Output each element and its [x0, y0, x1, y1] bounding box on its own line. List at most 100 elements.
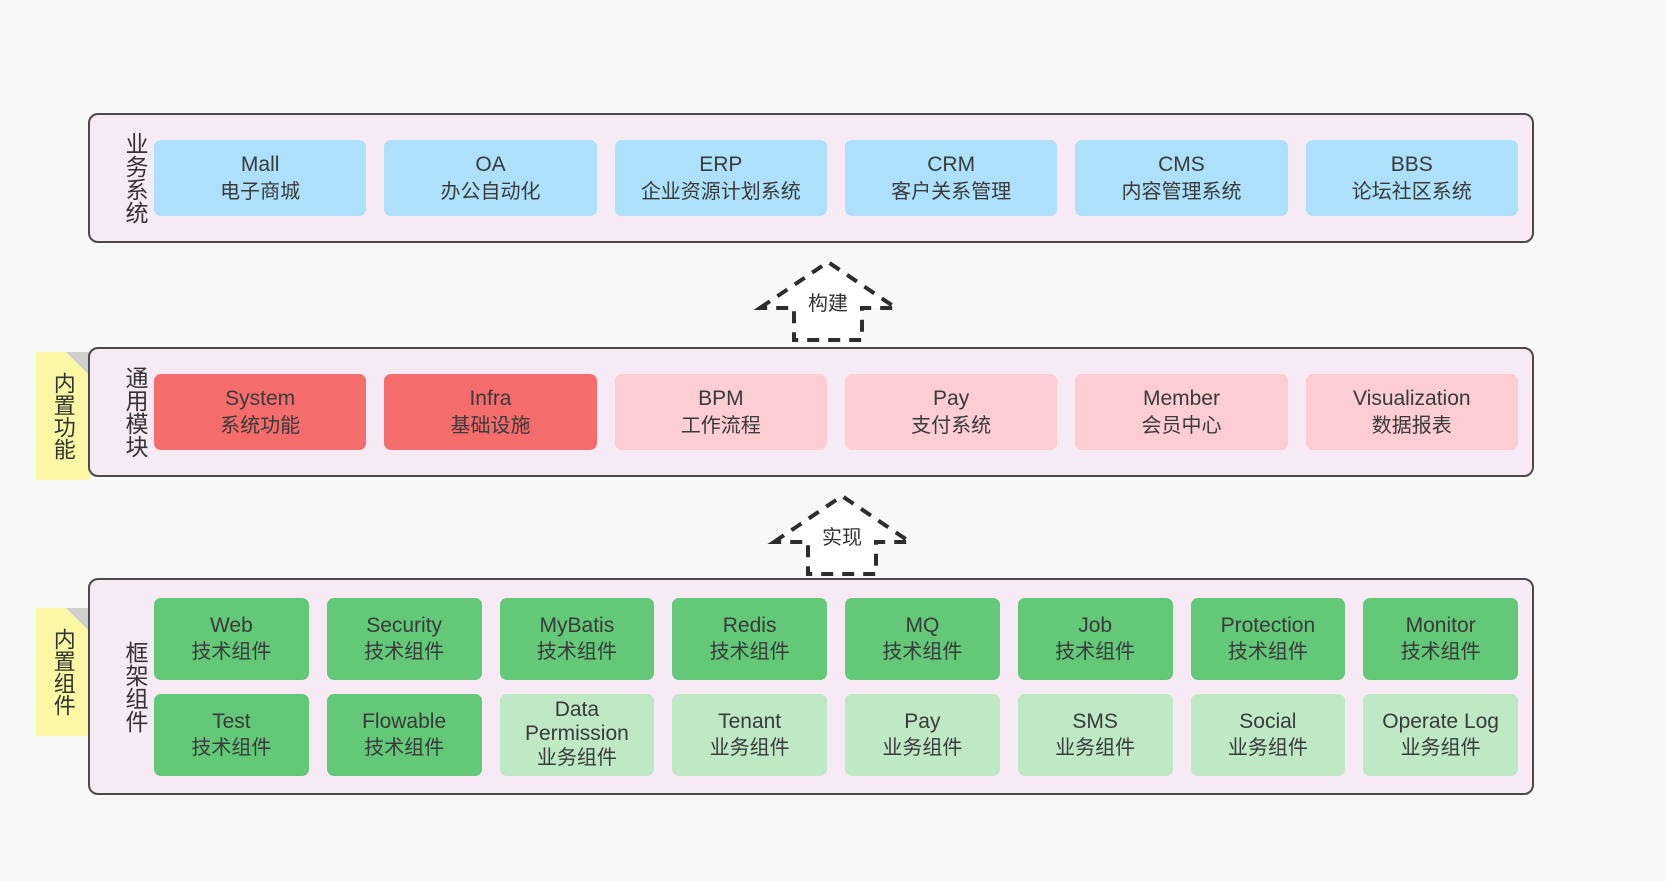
layer-common-modules: 通用模块 System 系统功能 Infra 基础设施 BPM 工作流程 Pay [88, 347, 1534, 477]
node-subtitle: 论坛社区系统 [1351, 180, 1472, 203]
layer-title-business-system: 业务系统 [122, 132, 148, 224]
node-pay-component[interactable]: Pay 业务组件 [845, 693, 1000, 776]
node-subtitle: 办公自动化 [440, 180, 541, 203]
connector-build-arrow: 构建 [753, 258, 903, 342]
node-flowable[interactable]: Flowable 技术组件 [326, 693, 482, 776]
node-title: MQ [905, 613, 940, 637]
node-subtitle: 支付系统 [911, 414, 992, 437]
node-pay-module[interactable]: Pay 支付系统 [844, 374, 1058, 450]
node-title: Job [1078, 613, 1113, 637]
node-sms[interactable]: SMS 业务组件 [1017, 693, 1173, 776]
node-subtitle: 系统功能 [220, 414, 301, 437]
layer-body-framework-components: Web 技术组件 Security 技术组件 MyBatis 技术组件 Redi… [148, 597, 1532, 776]
layer-row: Mall 电子商城 OA 办公自动化 ERP 企业资源计划系统 CRM 客户关系… [154, 140, 1518, 216]
node-title: CRM [927, 153, 976, 177]
node-security[interactable]: Security 技术组件 [326, 597, 482, 680]
node-bbs[interactable]: BBS 论坛社区系统 [1305, 140, 1518, 216]
node-subtitle: 技术组件 [1400, 641, 1481, 664]
node-tenant[interactable]: Tenant 业务组件 [672, 693, 827, 776]
layer-body-common-modules: System 系统功能 Infra 基础设施 BPM 工作流程 Pay 支付系统… [148, 374, 1532, 450]
node-subtitle: 业务组件 [709, 737, 790, 760]
node-title: BBS [1390, 153, 1433, 177]
node-cms[interactable]: CMS 内容管理系统 [1075, 140, 1288, 216]
node-crm[interactable]: CRM 客户关系管理 [844, 140, 1058, 216]
node-monitor[interactable]: Monitor 技术组件 [1363, 597, 1518, 680]
node-subtitle: 数据报表 [1371, 414, 1452, 437]
node-operate-log[interactable]: Operate Log 业务组件 [1363, 693, 1518, 776]
node-member[interactable]: Member 会员中心 [1075, 374, 1288, 450]
node-protection[interactable]: Protection 技术组件 [1190, 597, 1346, 680]
node-subtitle: 技术组件 [364, 737, 445, 760]
node-job[interactable]: Job 技术组件 [1017, 597, 1173, 680]
node-data-permission[interactable]: Data Permission 业务组件 [499, 693, 655, 776]
node-subtitle: 业务组件 [1227, 737, 1308, 760]
node-visualization[interactable]: Visualization 数据报表 [1305, 374, 1518, 450]
node-title: Test [212, 709, 251, 733]
note-label: 内置组件 [50, 628, 76, 716]
node-subtitle: 工作流程 [680, 414, 761, 437]
node-title: Visualization [1353, 387, 1471, 411]
node-mall[interactable]: Mall 电子商城 [154, 140, 367, 216]
node-mq[interactable]: MQ 技术组件 [845, 597, 1000, 680]
node-test[interactable]: Test 技术组件 [154, 693, 309, 776]
node-title: OA [475, 153, 506, 177]
node-title: Security [366, 613, 443, 637]
node-subtitle: 技术组件 [191, 641, 272, 664]
layer-body-business-system: Mall 电子商城 OA 办公自动化 ERP 企业资源计划系统 CRM 客户关系… [148, 140, 1532, 216]
node-title: Data Permission [524, 697, 629, 745]
node-subtitle: 技术组件 [882, 641, 963, 664]
node-title: Social [1239, 709, 1297, 733]
node-title: Protection [1220, 613, 1316, 637]
node-title: Redis [722, 613, 777, 637]
node-title: ERP [699, 153, 743, 177]
node-subtitle: 业务组件 [1055, 737, 1136, 760]
node-title: Web [209, 613, 253, 637]
layer-title-common-modules: 通用模块 [122, 366, 148, 458]
node-title: Tenant [718, 709, 782, 733]
node-mybatis[interactable]: MyBatis 技术组件 [499, 597, 655, 680]
node-infra[interactable]: Infra 基础设施 [384, 374, 597, 450]
node-title: SMS [1072, 709, 1118, 733]
node-title: Pay [933, 387, 970, 411]
node-subtitle: 电子商城 [220, 180, 301, 203]
node-subtitle: 技术组件 [536, 641, 617, 664]
layer-title-framework-components: 框架组件 [122, 640, 148, 733]
node-web[interactable]: Web 技术组件 [154, 597, 309, 680]
layer-row: Test 技术组件 Flowable 技术组件 Data Permission … [154, 693, 1518, 776]
node-subtitle: 技术组件 [191, 737, 272, 760]
node-title: MyBatis [539, 613, 615, 637]
node-title: Pay [904, 709, 941, 733]
node-title: Monitor [1405, 613, 1476, 637]
node-subtitle: 基础设施 [450, 414, 531, 437]
node-bpm[interactable]: BPM 工作流程 [614, 374, 827, 450]
connector-implement-arrow: 实现 [767, 492, 917, 576]
node-subtitle: 客户关系管理 [891, 180, 1012, 203]
node-subtitle: 技术组件 [709, 641, 790, 664]
node-title: Operate Log [1382, 709, 1499, 733]
node-subtitle: 内容管理系统 [1121, 180, 1242, 203]
layer-row: System 系统功能 Infra 基础设施 BPM 工作流程 Pay 支付系统… [154, 374, 1518, 450]
node-title: Flowable [362, 709, 447, 733]
node-system[interactable]: System 系统功能 [154, 374, 367, 450]
node-subtitle: 技术组件 [364, 641, 445, 664]
node-title: CMS [1158, 153, 1205, 177]
note-fold-corner-icon [66, 608, 90, 632]
note-label: 内置功能 [50, 372, 76, 460]
node-title: Member [1142, 387, 1220, 411]
node-social[interactable]: Social 业务组件 [1190, 693, 1346, 776]
node-subtitle: 业务组件 [882, 737, 963, 760]
layer-business-system: 业务系统 Mall 电子商城 OA 办公自动化 ERP 企业资源计划系统 CRM [88, 113, 1534, 243]
node-subtitle: 技术组件 [1055, 641, 1136, 664]
node-subtitle: 业务组件 [536, 747, 617, 770]
node-title: System [225, 387, 296, 411]
node-oa[interactable]: OA 办公自动化 [384, 140, 597, 216]
note-builtin-components: 内置组件 [36, 608, 90, 736]
node-subtitle: 企业资源计划系统 [640, 180, 801, 203]
layer-framework-components: 框架组件 Web 技术组件 Security 技术组件 MyBatis 技术组件… [88, 578, 1534, 795]
node-subtitle: 会员中心 [1141, 414, 1222, 437]
node-redis[interactable]: Redis 技术组件 [672, 597, 827, 680]
note-builtin-features: 内置功能 [36, 352, 90, 480]
node-title: Infra [469, 387, 512, 411]
node-subtitle: 技术组件 [1227, 641, 1308, 664]
node-erp[interactable]: ERP 企业资源计划系统 [614, 140, 827, 216]
